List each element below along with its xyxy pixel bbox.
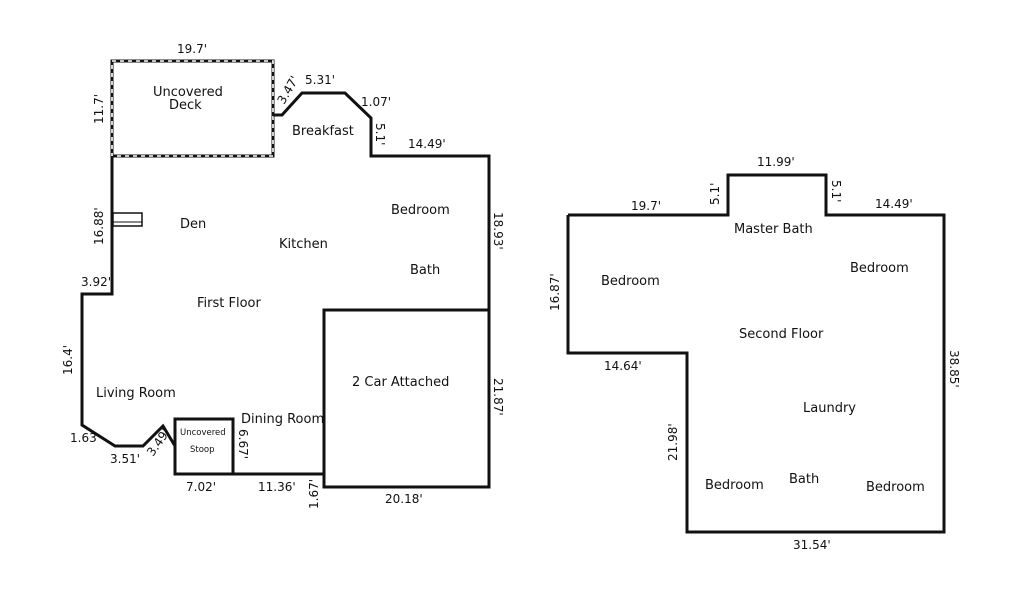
second-floor-outline	[566, 173, 946, 534]
dim2-right-wall: 38.85'	[947, 350, 961, 388]
stoop-label-1: Uncovered	[180, 428, 226, 438]
breakfast-label: Breakfast	[292, 124, 354, 139]
bedroom-bottom-left-label: Bedroom	[705, 478, 764, 493]
bedroom-right-label: Bedroom	[850, 261, 909, 276]
dim2-top-right: 14.49'	[875, 197, 913, 211]
deck-label-2: Deck	[169, 98, 202, 113]
dim2-lower-left: 21.98'	[666, 423, 680, 461]
living-room-label: Living Room	[96, 386, 176, 401]
bedroom-left-label: Bedroom	[601, 274, 660, 289]
dim-den-left: 16.88'	[92, 207, 106, 245]
den-fireplace	[112, 212, 143, 227]
first-floor-title: First Floor	[197, 296, 261, 311]
master-bath-label: Master Bath	[734, 222, 813, 237]
dim2-left-wall: 16.87'	[548, 273, 562, 311]
uncovered-deck	[110, 59, 275, 158]
dim-diag-up: 3.47'	[274, 73, 301, 106]
dim-dining-bottom: 11.36'	[258, 480, 296, 494]
bath-2-label: Bath	[789, 472, 819, 487]
dim2-step: 14.64'	[604, 359, 642, 373]
dim-step-down: 5.1'	[373, 123, 387, 145]
dim-stoop-right: 6.67'	[236, 429, 250, 459]
first-floor-outline	[80, 91, 491, 489]
dim2-bump-right: 5.1'	[829, 180, 843, 202]
dim-garage-bottom: 20.18'	[385, 492, 423, 506]
bath-label: Bath	[410, 263, 440, 278]
dim-top-bump: 5.31'	[305, 73, 335, 87]
dim-deck-top: 19.7'	[177, 42, 207, 56]
dim2-top-left: 19.7'	[631, 199, 661, 213]
dim2-bump-top: 11.99'	[757, 155, 795, 169]
dim-top-right: 14.49'	[408, 137, 446, 151]
dim2-bump-left: 5.1'	[708, 183, 722, 205]
dim-stoop-bottom: 7.02'	[186, 480, 216, 494]
dim-right-wall: 18.93'	[491, 212, 505, 250]
deck-label-1: Uncovered	[153, 85, 223, 100]
laundry-label: Laundry	[803, 401, 856, 416]
stoop-label-2: Stoop	[190, 445, 215, 455]
dim-garage-right: 21.87'	[491, 378, 505, 416]
dim-diag-right: 1.07'	[361, 95, 391, 109]
dim-bottom-short: 3.51'	[110, 452, 140, 466]
garage-label: 2 Car Attached	[352, 375, 449, 390]
second-floor-title: Second Floor	[739, 327, 824, 342]
dim-deck-left: 11.7'	[92, 94, 106, 124]
dining-room-label: Dining Room	[241, 412, 324, 427]
dim-jog: 3.92'	[81, 275, 111, 289]
dim-garage-jog: 1.67'	[307, 479, 321, 509]
uncovered-stoop	[173, 417, 235, 476]
kitchen-label: Kitchen	[279, 237, 328, 252]
bedroom-bottom-right-label: Bedroom	[866, 480, 925, 495]
dim-living-left: 16.4'	[61, 345, 75, 375]
bedroom-label: Bedroom	[391, 203, 450, 218]
dim-bottom-left: 1.63	[70, 431, 97, 445]
den-label: Den	[180, 217, 206, 232]
dim2-bottom: 31.54'	[793, 538, 831, 552]
